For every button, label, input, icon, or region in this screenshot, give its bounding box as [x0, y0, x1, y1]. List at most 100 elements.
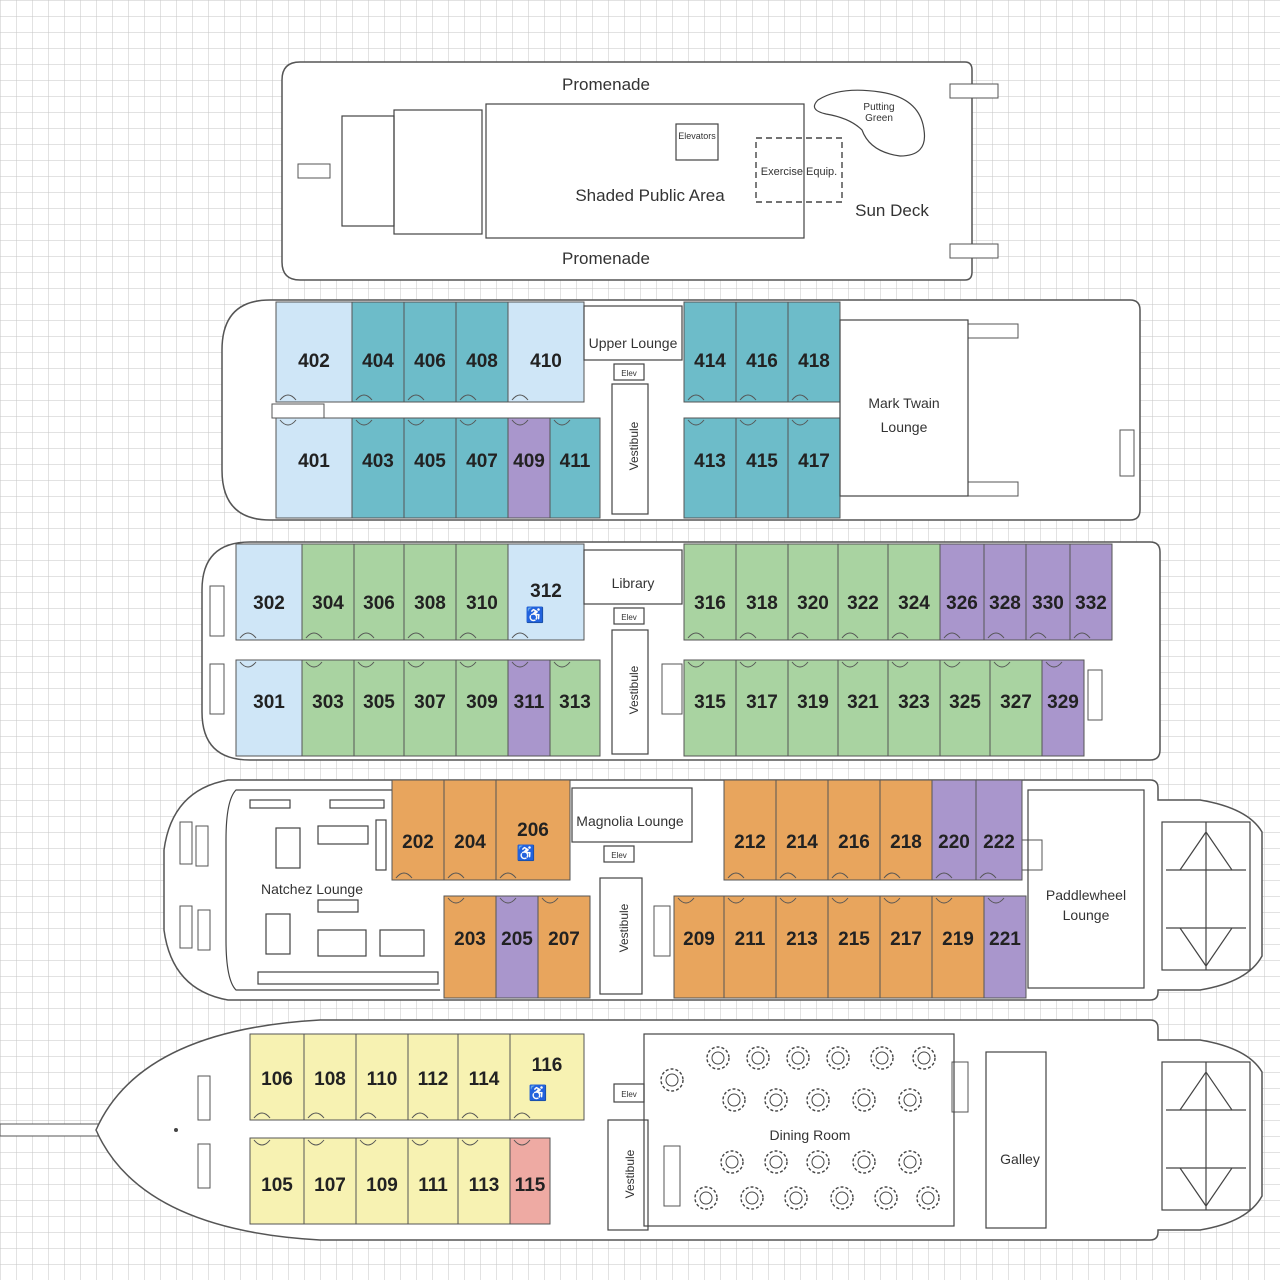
cabin-415[interactable]: [735, 417, 789, 519]
cabin-207[interactable]: [537, 895, 591, 999]
cabin-329[interactable]: [1041, 659, 1085, 757]
cabin-324[interactable]: [887, 543, 941, 641]
cabin-306[interactable]: [353, 543, 405, 641]
cabin-215[interactable]: [827, 895, 881, 999]
cabin-221[interactable]: [983, 895, 1027, 999]
cabin-209[interactable]: [673, 895, 725, 999]
cabin-number-311: 311: [514, 692, 545, 713]
cabin-410[interactable]: [507, 301, 585, 403]
cabin-110[interactable]: [355, 1033, 409, 1121]
cabin-319[interactable]: [787, 659, 839, 757]
cabin-413[interactable]: [683, 417, 737, 519]
cabin-number-320: 320: [797, 593, 829, 614]
cabin-222[interactable]: [975, 779, 1023, 881]
cabin-116[interactable]: [509, 1033, 585, 1121]
cabin-418[interactable]: [787, 301, 841, 403]
cabin-number-315: 315: [694, 692, 726, 713]
cabin-322[interactable]: [837, 543, 889, 641]
dining-table: [764, 1088, 788, 1112]
cabin-411[interactable]: [549, 417, 601, 519]
cabin-317[interactable]: [735, 659, 789, 757]
cabin-115[interactable]: [509, 1137, 551, 1225]
cabin-417[interactable]: [787, 417, 841, 519]
mark-twain-label-2: Lounge: [881, 419, 928, 435]
cabin-number-404: 404: [362, 351, 394, 372]
cabin-number-310: 310: [466, 593, 498, 614]
cabin-109[interactable]: [355, 1137, 409, 1225]
cabin-number-305: 305: [363, 692, 395, 713]
cabin-door-407: [459, 419, 477, 426]
cabin-212[interactable]: [723, 779, 777, 881]
cabin-205[interactable]: [495, 895, 539, 999]
cabin-332[interactable]: [1069, 543, 1113, 641]
cabin-door-321: [841, 661, 859, 668]
cabin-number-114: 114: [469, 1069, 500, 1090]
cabin-217[interactable]: [879, 895, 933, 999]
cabin-404[interactable]: [351, 301, 405, 403]
cabin-318[interactable]: [735, 543, 789, 641]
cabin-311[interactable]: [507, 659, 551, 757]
cabin-113[interactable]: [457, 1137, 511, 1225]
cabin-218[interactable]: [879, 779, 933, 881]
cabin-door-204: [447, 872, 465, 879]
cabin-214[interactable]: [775, 779, 829, 881]
cabin-406[interactable]: [403, 301, 457, 403]
cabin-206[interactable]: [495, 779, 571, 881]
cabin-302[interactable]: [235, 543, 303, 641]
cabin-number-323: 323: [898, 692, 930, 713]
library-box: [583, 549, 683, 605]
cabin-door-211: [727, 897, 745, 904]
cabin-307[interactable]: [403, 659, 457, 757]
cabin-407[interactable]: [455, 417, 509, 519]
cabin-301[interactable]: [235, 659, 303, 757]
cabin-312[interactable]: [507, 543, 585, 641]
cabin-315[interactable]: [683, 659, 737, 757]
cabin-204[interactable]: [443, 779, 497, 881]
cabin-door-105: [253, 1139, 271, 1146]
cabin-326[interactable]: [939, 543, 985, 641]
cabin-313[interactable]: [549, 659, 601, 757]
cabin-330[interactable]: [1025, 543, 1071, 641]
cabin-303[interactable]: [301, 659, 355, 757]
cabin-number-418: 418: [798, 351, 830, 372]
cabin-door-202: [395, 872, 413, 879]
cabin-304[interactable]: [301, 543, 355, 641]
cabin-105[interactable]: [249, 1137, 305, 1225]
cabin-408[interactable]: [455, 301, 509, 403]
cabin-327[interactable]: [989, 659, 1043, 757]
cabin-112[interactable]: [407, 1033, 459, 1121]
dining-table-top: [727, 1093, 741, 1107]
cabin-323[interactable]: [887, 659, 941, 757]
cabin-308[interactable]: [403, 543, 457, 641]
cabin-401[interactable]: [275, 417, 353, 519]
cabin-number-111: 111: [418, 1175, 448, 1196]
cabin-325[interactable]: [939, 659, 991, 757]
cabin-number-317: 317: [746, 692, 778, 713]
magnolia-label: Magnolia Lounge: [576, 813, 684, 829]
cabin-107[interactable]: [303, 1137, 357, 1225]
cabin-202[interactable]: [391, 779, 445, 881]
cabin-219[interactable]: [931, 895, 985, 999]
cabin-328[interactable]: [983, 543, 1027, 641]
cabin-211[interactable]: [723, 895, 777, 999]
cabin-106[interactable]: [249, 1033, 305, 1121]
cabin-320[interactable]: [787, 543, 839, 641]
cabin-310[interactable]: [455, 543, 509, 641]
cabin-216[interactable]: [827, 779, 881, 881]
cabin-door-403: [355, 419, 373, 426]
cabin-108[interactable]: [303, 1033, 357, 1121]
cabin-414[interactable]: [683, 301, 737, 403]
cabin-405[interactable]: [403, 417, 457, 519]
cabin-114[interactable]: [457, 1033, 511, 1121]
cabin-409[interactable]: [507, 417, 551, 519]
cabin-402[interactable]: [275, 301, 353, 403]
cabin-111[interactable]: [407, 1137, 459, 1225]
cabin-220[interactable]: [931, 779, 977, 881]
cabin-316[interactable]: [683, 543, 737, 641]
cabin-203[interactable]: [443, 895, 497, 999]
cabin-416[interactable]: [735, 301, 789, 403]
cabin-305[interactable]: [353, 659, 405, 757]
